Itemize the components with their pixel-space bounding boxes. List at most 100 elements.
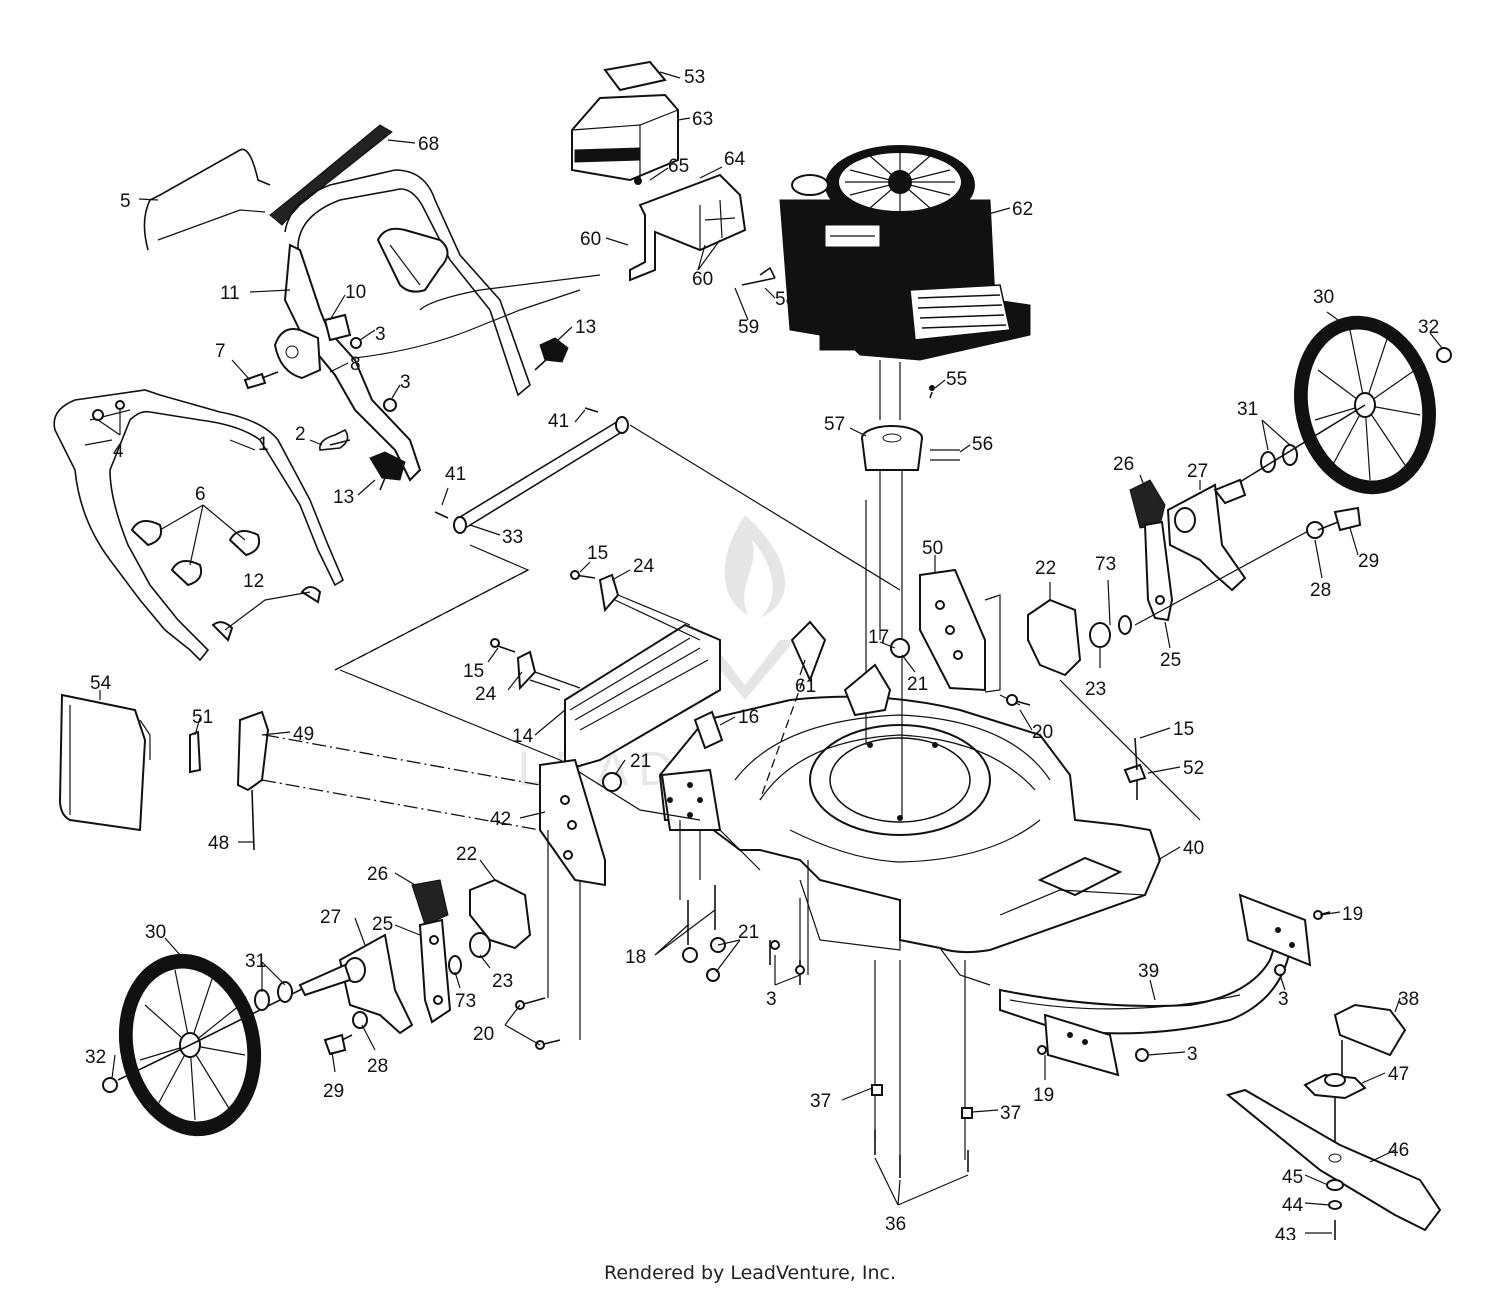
- callout-56: 56: [972, 434, 993, 455]
- callout-32-left: 32: [85, 1047, 106, 1068]
- axle-rod-33: [453, 416, 629, 534]
- callout-1: 1: [258, 434, 269, 455]
- callout-60-upper: 60: [580, 229, 601, 250]
- callout-49: 49: [293, 724, 314, 745]
- air-cleaner-63: [571, 60, 679, 182]
- callout-55: 55: [946, 369, 967, 390]
- callout-20-right: 20: [1032, 722, 1053, 743]
- callout-19-lower: 19: [1033, 1085, 1054, 1106]
- callout-15-upper: 15: [587, 543, 608, 564]
- lawn-mower-parts-diagram: LEADVENTURE: [53, 60, 1452, 1240]
- callout-48: 48: [208, 833, 229, 854]
- callout-24-upper: 24: [633, 556, 655, 577]
- callout-62: 62: [1012, 199, 1033, 220]
- callout-3-d: 3: [1278, 989, 1289, 1010]
- height-plate-50: [919, 568, 986, 692]
- callout-23-right: 23: [1085, 679, 1106, 700]
- callout-29-right: 29: [1358, 551, 1379, 572]
- callout-44: 44: [1282, 1195, 1304, 1216]
- callout-46: 46: [1388, 1140, 1409, 1161]
- callout-4: 4: [113, 441, 124, 462]
- callout-3-a: 3: [375, 324, 386, 345]
- callout-22-left: 22: [456, 844, 477, 865]
- pulley-57: [861, 425, 923, 500]
- knob-13-lower: [369, 451, 406, 491]
- callout-19-upper: 19: [1342, 904, 1363, 925]
- callout-3-c: 3: [766, 989, 777, 1010]
- callout-labels: 53 63 68 65 64 62 5 60 60 58 59 11 10 3 …: [85, 67, 1439, 1240]
- lever-26-right: [1129, 479, 1174, 622]
- callout-2: 2: [295, 424, 306, 445]
- callout-11: 11: [220, 283, 240, 304]
- wheel-bracket-27-left: [298, 933, 414, 1035]
- bracket-64: [629, 173, 747, 282]
- mower-deck-40: [658, 695, 1162, 986]
- callout-27-right: 27: [1187, 461, 1208, 482]
- callout-21-middle: 21: [630, 751, 651, 772]
- callout-37-left: 37: [810, 1091, 831, 1112]
- bracket-49: [236, 710, 270, 851]
- render-credit: Rendered by LeadVenture, Inc.: [603, 1262, 897, 1284]
- callout-30-right: 30: [1313, 287, 1334, 308]
- callout-29-left: 29: [323, 1081, 344, 1102]
- callout-45: 45: [1282, 1167, 1303, 1188]
- callout-22-right: 22: [1035, 558, 1056, 579]
- callout-25-left: 25: [372, 914, 393, 935]
- baffle-39: [999, 943, 1292, 1035]
- callout-52: 52: [1183, 758, 1204, 779]
- callout-21-lower: 21: [738, 922, 759, 943]
- callout-3-b: 3: [400, 372, 411, 393]
- handle-1: [53, 389, 345, 662]
- callout-58: 58: [775, 289, 796, 310]
- callout-53: 53: [684, 67, 705, 88]
- callout-18: 18: [625, 947, 646, 968]
- callout-21-upper: 21: [907, 674, 928, 695]
- callout-60-lower: 60: [692, 269, 713, 290]
- callout-59: 59: [738, 317, 759, 338]
- callout-41-upper: 41: [548, 411, 569, 432]
- callout-38: 38: [1398, 989, 1419, 1010]
- callout-37-right: 37: [1000, 1103, 1021, 1124]
- callout-31-right: 31: [1237, 399, 1258, 420]
- callout-73-left: 73: [455, 991, 476, 1012]
- callout-7: 7: [215, 341, 226, 362]
- handle-upper-68: [269, 124, 531, 397]
- callout-57: 57: [824, 414, 845, 435]
- callout-5: 5: [120, 191, 131, 212]
- callout-30-left: 30: [145, 922, 166, 943]
- callout-54: 54: [90, 673, 112, 694]
- callout-26-left: 26: [367, 864, 388, 885]
- knob-13-upper: [534, 337, 569, 371]
- callout-28-right: 28: [1310, 580, 1331, 601]
- callout-32-right: 32: [1418, 317, 1439, 338]
- rear-door-54: [58, 693, 151, 832]
- callout-65: 65: [668, 156, 689, 177]
- callout-28-left: 28: [367, 1056, 388, 1077]
- callout-20-left: 20: [473, 1024, 494, 1045]
- callout-73-right: 73: [1095, 554, 1116, 575]
- control-cable-5: [143, 148, 271, 251]
- callout-26-right: 26: [1113, 454, 1134, 475]
- callout-43: 43: [1275, 1225, 1296, 1240]
- callout-13-upper: 13: [575, 317, 596, 338]
- callout-8: 8: [350, 354, 361, 375]
- callout-3-e: 3: [1187, 1044, 1198, 1065]
- callout-63: 63: [692, 109, 713, 130]
- lever-26-left: [411, 879, 452, 1024]
- callout-33: 33: [502, 527, 523, 548]
- callout-16: 16: [738, 707, 759, 728]
- callout-50: 50: [922, 538, 943, 559]
- callout-15-middle: 15: [463, 661, 484, 682]
- callout-25-right: 25: [1160, 650, 1181, 671]
- callout-40: 40: [1183, 838, 1204, 859]
- callout-68: 68: [418, 134, 439, 155]
- callout-23-left: 23: [492, 971, 513, 992]
- callout-61: 61: [795, 676, 816, 697]
- handle-lower-11: [273, 243, 422, 482]
- callout-39: 39: [1138, 961, 1159, 982]
- callout-10: 10: [345, 282, 366, 303]
- callout-36: 36: [885, 1214, 906, 1235]
- engine-62: [779, 145, 1031, 361]
- callout-41-lower: 41: [445, 464, 466, 485]
- callout-14: 14: [512, 726, 534, 747]
